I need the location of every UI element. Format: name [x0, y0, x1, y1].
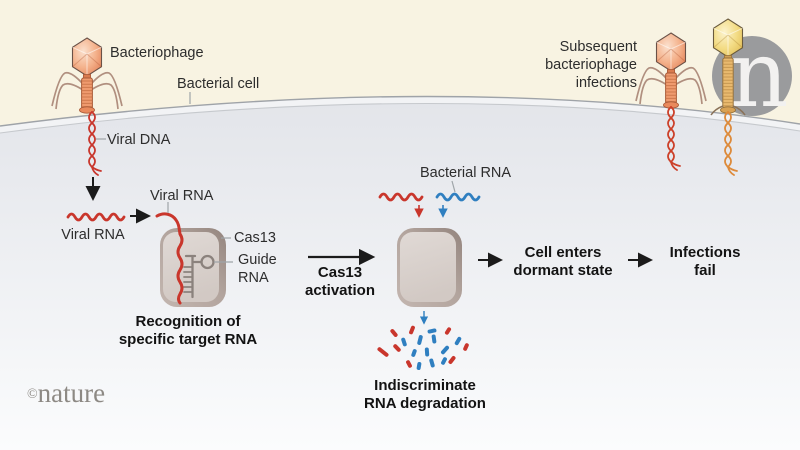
- viral-rna-red-squiggle: [378, 192, 424, 202]
- viral-rna-strand: [155, 212, 184, 305]
- bacterial-cell-label: Bacterial cell: [177, 76, 260, 92]
- bacterial-rna-label: Bacterial RNA: [420, 165, 512, 181]
- subsequent-phage-red-icon: [635, 32, 707, 171]
- phage-legs: [51, 71, 123, 110]
- cell-enters-dormant-label: Cell enters dormant state: [513, 244, 613, 279]
- phage-legs: [710, 105, 746, 116]
- bacterial-cell-membrane: [0, 95, 800, 134]
- label-connectors: [96, 92, 456, 263]
- viral-rna-squiggle: [66, 212, 126, 222]
- recognition-label: Recognition of specific target RNA: [118, 313, 258, 348]
- viral-dna-helix: [724, 111, 738, 176]
- viral-dna-helix: [88, 111, 102, 176]
- subsequent-infections-label: Subsequent bacteriophage infections: [545, 39, 637, 91]
- viral-rna-bound-label: Viral RNA: [150, 188, 214, 204]
- bacterial-rna-blue-squiggle: [435, 192, 481, 202]
- rna-fragments: [377, 325, 469, 370]
- cas13-activation-label: Cas13 activation: [304, 264, 376, 299]
- activated-cas13-protein: [397, 228, 462, 307]
- bacterial-rna-connector: [451, 180, 456, 193]
- viral-rna-label: Viral RNA: [61, 227, 125, 243]
- nature-watermark: ©nature: [27, 380, 105, 408]
- guide-rna-icon: [183, 254, 215, 299]
- cas13-label: Cas13: [234, 230, 276, 246]
- subsequent-phage-yellow-icon: [710, 18, 746, 176]
- infections-fail-label: Infections fail: [669, 244, 741, 279]
- viral-dna-helix: [667, 106, 681, 171]
- viral-dna-label: Viral DNA: [107, 132, 171, 148]
- cas13-protein: [155, 212, 226, 307]
- bacteriophage-icon: [51, 37, 123, 176]
- phage-legs: [635, 66, 707, 105]
- bacteriophage-label: Bacteriophage: [110, 45, 204, 61]
- guide-rna-label: Guide RNA: [238, 252, 277, 286]
- watermark-text: nature: [37, 378, 106, 408]
- copyright-icon: ©: [27, 387, 38, 402]
- indiscriminate-degradation-label: Indiscriminate RNA degradation: [364, 377, 486, 412]
